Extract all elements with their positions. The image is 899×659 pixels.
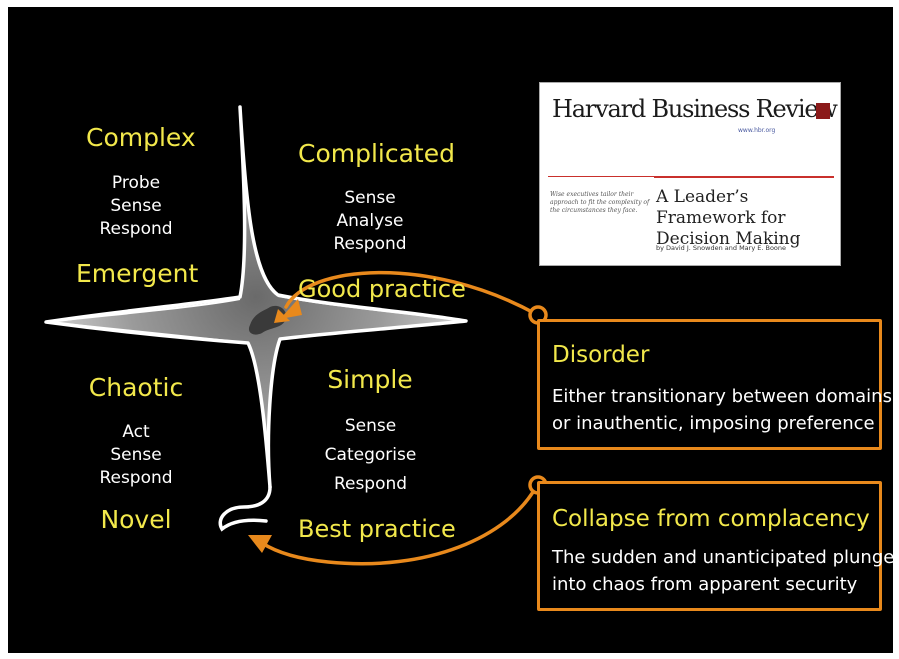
hbr-shield-icon <box>816 103 830 119</box>
collapse-arrow-head <box>248 535 272 553</box>
hbr-url: www.hbr.org <box>738 127 776 134</box>
hbr-rule <box>654 176 834 178</box>
complex-title: Complex <box>86 123 196 152</box>
collapse-title: Collapse from complacency <box>552 506 870 532</box>
hbr-article-title: A Leader’s Framework for Decision Making <box>656 187 801 249</box>
disorder-title: Disorder <box>552 342 650 368</box>
simple-step: Sense <box>344 416 397 436</box>
collapse-line: into chaos from apparent security <box>552 574 858 595</box>
hbr-rule <box>548 176 654 177</box>
chaotic-steps: Act Sense Respond <box>86 421 186 490</box>
chaotic-step: Act <box>122 422 150 442</box>
complicated-steps: Sense Analyse Respond <box>320 187 420 256</box>
disorder-marker <box>274 309 290 323</box>
chaotic-title: Chaotic <box>88 373 184 402</box>
simple-step: Categorise <box>324 445 417 465</box>
complicated-step: Sense <box>344 188 396 208</box>
collapse-box: Collapse from complacency The sudden and… <box>537 481 893 611</box>
complicated-step: Respond <box>333 234 407 254</box>
hbr-authors: by David J. Snowden and Mary E. Boone <box>656 244 787 252</box>
complicated-title: Complicated <box>298 139 455 168</box>
disorder-arrow <box>284 270 538 316</box>
complex-step: Probe <box>111 173 161 193</box>
disorder-arrow-head <box>280 299 302 319</box>
disorder-description: Either transitionary between domains or … <box>552 383 892 437</box>
chaotic-practice: Novel <box>100 505 172 534</box>
collapse-line: The sudden and unanticipated plunge <box>552 547 893 568</box>
chaotic-step: Sense <box>110 445 162 465</box>
hbr-article-thumbnail: Harvard Business Review www.hbr.org Wise… <box>539 82 841 266</box>
collapse-cliff <box>218 485 272 532</box>
collapse-arrow <box>260 485 538 566</box>
disorder-line: or inauthentic, imposing preference <box>552 413 875 434</box>
complex-step: Respond <box>99 219 173 239</box>
boundary-highlight <box>45 295 467 344</box>
disorder-line: Either transitionary between domains <box>552 386 892 407</box>
hbr-sidenote: Wise executives tailor their approach to… <box>550 191 650 214</box>
chaotic-step: Respond <box>99 468 173 488</box>
simple-title: Simple <box>327 365 413 394</box>
complex-practice: Emergent <box>76 259 199 288</box>
simple-practice: Best practice <box>298 515 456 543</box>
cynefin-diagram: Complex Probe Sense Respond Emergent Com… <box>8 7 893 653</box>
complicated-practice: Good practice <box>298 275 466 303</box>
complicated-step: Analyse <box>336 211 404 231</box>
simple-step: Respond <box>333 474 408 494</box>
simple-steps: Sense Categorise Respond <box>313 412 428 499</box>
disorder-box: Disorder Either transitionary between do… <box>537 319 892 450</box>
hbr-masthead: Harvard Business Review <box>552 95 838 123</box>
collapse-description: The sudden and unanticipated plunge into… <box>552 544 893 598</box>
complex-step: Sense <box>110 196 162 216</box>
complex-steps: Probe Sense Respond <box>86 172 186 241</box>
